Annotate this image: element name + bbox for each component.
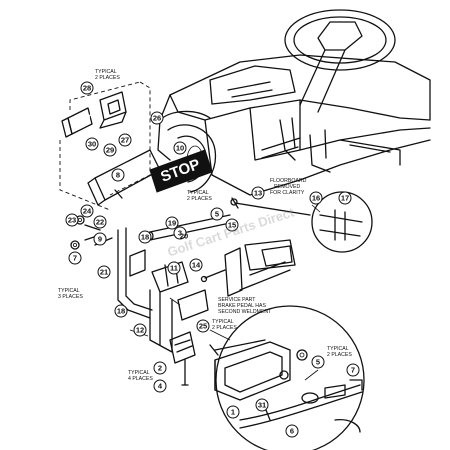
callout: 1 (226, 405, 240, 419)
svg-text:21: 21 (100, 268, 108, 277)
svg-text:23: 23 (68, 216, 76, 225)
svg-text:2: 2 (158, 364, 162, 373)
svg-text:12: 12 (136, 326, 144, 335)
svg-text:11: 11 (170, 264, 178, 273)
svg-text:24: 24 (83, 207, 92, 216)
callout: 18 (114, 304, 128, 318)
note-typical-4-places: TYPICAL 4 PLACES (128, 370, 153, 382)
note-typical-2-places-detail: TYPICAL 2 PLACES (327, 346, 352, 358)
note-typical-2-places-top: TYPICAL 2 PLACES (95, 69, 120, 81)
pedal-linkage (70, 197, 311, 386)
svg-text:18: 18 (141, 233, 149, 242)
svg-text:5: 5 (316, 358, 320, 367)
callout: 27 (118, 133, 132, 147)
detail-circle-upper (311, 191, 373, 253)
svg-text:13: 13 (254, 189, 262, 198)
svg-text:3: 3 (178, 229, 182, 238)
callout: 15 (225, 218, 239, 232)
callout: 2 (153, 361, 167, 375)
svg-text:27: 27 (121, 136, 129, 145)
callout-balloons: 28 26 27 29 30 10 8 5 13 16 17 24 23 22 … (65, 81, 360, 438)
callout: 23 (65, 213, 79, 227)
steering-column (299, 49, 346, 113)
callout: 3 (173, 226, 187, 240)
note-floorboard: FLOORBOARD REMOVED FOR CLARITY (270, 178, 308, 196)
svg-text:29: 29 (106, 146, 114, 155)
callout: 5 (210, 207, 224, 221)
callout: 21 (97, 265, 111, 279)
note-typical-2-places-mid: TYPICAL 2 PLACES (187, 190, 212, 202)
callout: 7 (68, 251, 82, 265)
callout: 29 (103, 143, 117, 157)
callout: 13 (251, 186, 265, 200)
svg-text:28: 28 (83, 84, 91, 93)
callout: 14 (189, 258, 203, 272)
callout: 24 (80, 204, 94, 218)
svg-text:7: 7 (73, 254, 77, 263)
svg-text:7: 7 (351, 366, 355, 375)
detail-circle-lower (209, 305, 365, 450)
callout: 28 (80, 81, 94, 95)
svg-text:30: 30 (88, 140, 96, 149)
svg-text:1: 1 (231, 408, 235, 417)
sign-bracket (94, 149, 161, 201)
callout: 4 (153, 379, 167, 393)
callout: 30 (85, 137, 99, 151)
steering-wheel (284, 9, 396, 71)
callout: 31 (255, 398, 269, 412)
svg-text:5: 5 (215, 210, 219, 219)
callout: 20 (180, 232, 188, 241)
stop-sign (149, 149, 213, 193)
callout: 17 (338, 191, 352, 205)
svg-text:19: 19 (168, 219, 176, 228)
svg-text:4: 4 (158, 382, 163, 391)
callout: 9 (93, 232, 107, 246)
svg-text:20: 20 (180, 232, 188, 241)
callout: 8 (111, 168, 125, 182)
svg-text:16: 16 (312, 194, 320, 203)
svg-text:10: 10 (176, 144, 184, 153)
svg-text:17: 17 (341, 194, 349, 203)
callout: 22 (93, 215, 107, 229)
note-typical-3-places: TYPICAL 3 PLACES (58, 288, 83, 300)
svg-text:14: 14 (192, 261, 201, 270)
notes: TYPICAL 2 PLACES TYPICAL 2 PLACES FLOORB… (58, 69, 352, 382)
callout: 12 (133, 323, 147, 337)
callout: 10 (173, 141, 187, 155)
callout: 25 (196, 319, 210, 333)
callout: 26 (150, 111, 164, 125)
callout: 19 (165, 216, 179, 230)
callout: 11 (167, 261, 181, 275)
svg-text:31: 31 (258, 401, 266, 410)
callout: 16 (309, 191, 323, 205)
note-service-part: SERVICE PART BRAKE PEDAL HAS SECOND WELD… (218, 297, 272, 315)
svg-text:25: 25 (199, 322, 207, 331)
callout: 5 (311, 355, 325, 369)
callout: 6 (285, 424, 299, 438)
front-wheel (167, 124, 217, 193)
svg-text:8: 8 (116, 171, 120, 180)
park-sign-text: PARK (78, 112, 93, 123)
note-typical-2-places-low: TYPICAL 2 PLACES (212, 319, 237, 331)
rod (234, 202, 311, 216)
callout: 18 (138, 230, 152, 244)
svg-text:6: 6 (290, 427, 294, 436)
brake-pedal-pad (169, 331, 196, 364)
svg-text:22: 22 (96, 218, 104, 227)
callout: 7 (346, 363, 360, 377)
svg-text:15: 15 (228, 221, 236, 230)
svg-text:9: 9 (98, 235, 102, 244)
sign-bracket-group: PARK STOP (59, 81, 213, 211)
svg-text:18: 18 (117, 307, 125, 316)
svg-text:26: 26 (153, 114, 161, 123)
